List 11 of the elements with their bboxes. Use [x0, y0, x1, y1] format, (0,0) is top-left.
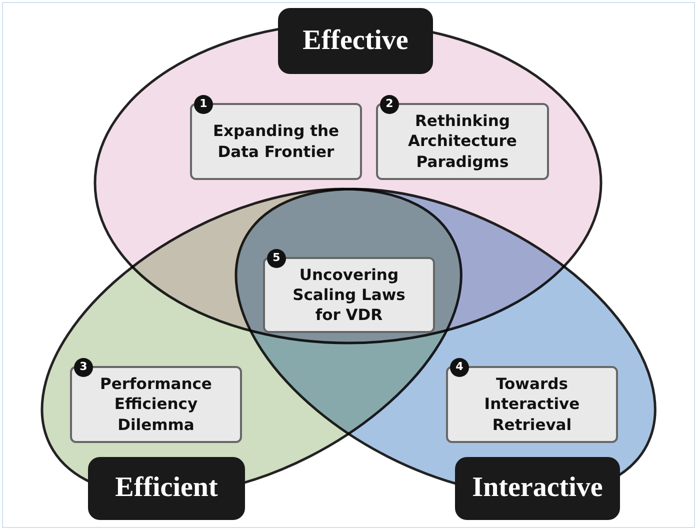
topic-text: Expanding the Data Frontier: [212, 121, 340, 162]
topic-text: Rethinking Architecture Paradigms: [407, 111, 518, 172]
topic-text: Towards Interactive Retrieval: [483, 374, 581, 435]
heading-label: Efficient: [88, 456, 245, 520]
number-badge: 5: [267, 249, 286, 268]
heading-label: Interactive: [454, 456, 620, 520]
topic-text: Uncovering Scaling Laws for VDR: [292, 264, 406, 326]
heading-label: Effective: [278, 8, 433, 74]
number-badge: 2: [380, 95, 399, 114]
number-badge: 1: [194, 95, 213, 114]
topic-text: Performance Efficiency Dilemma: [99, 374, 213, 435]
